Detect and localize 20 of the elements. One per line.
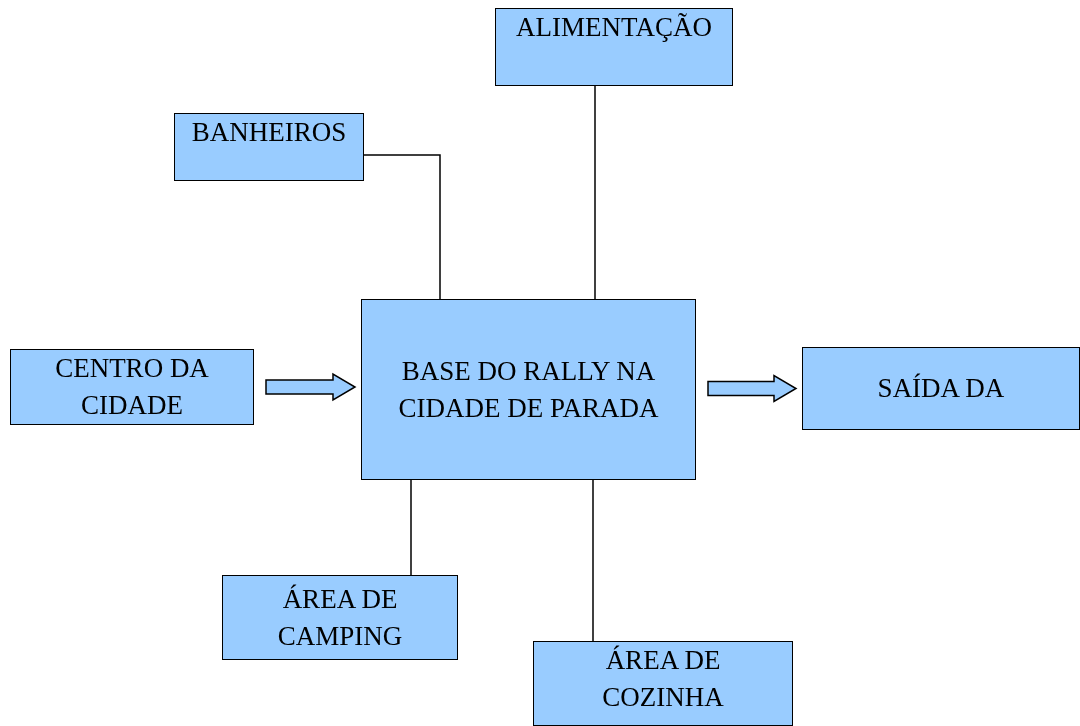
process-box bbox=[495, 8, 733, 86]
process-box bbox=[533, 641, 793, 726]
box-label: SAÍDA DA bbox=[877, 372, 1005, 405]
process-box bbox=[802, 347, 1080, 430]
box-label: ÁREA DE COZINHA bbox=[601, 644, 725, 714]
box-label: CENTRO DA CIDADE bbox=[54, 352, 210, 422]
connector-line bbox=[363, 154, 441, 300]
block-arrow bbox=[707, 374, 798, 403]
process-box bbox=[361, 299, 696, 480]
box-label: BANHEIROS bbox=[191, 116, 347, 149]
connector-line bbox=[594, 85, 596, 300]
block-arrow bbox=[265, 372, 357, 402]
connector-line bbox=[592, 479, 594, 642]
box-label: ALIMENTAÇÃO bbox=[516, 11, 712, 44]
process-box bbox=[174, 113, 364, 181]
connector-line bbox=[410, 479, 412, 576]
process-box bbox=[222, 575, 458, 660]
box-label: BASE DO RALLY NA CIDADE DE PARADA bbox=[397, 354, 660, 425]
process-box bbox=[10, 349, 254, 425]
box-label: ÁREA DE CAMPING bbox=[276, 582, 404, 653]
